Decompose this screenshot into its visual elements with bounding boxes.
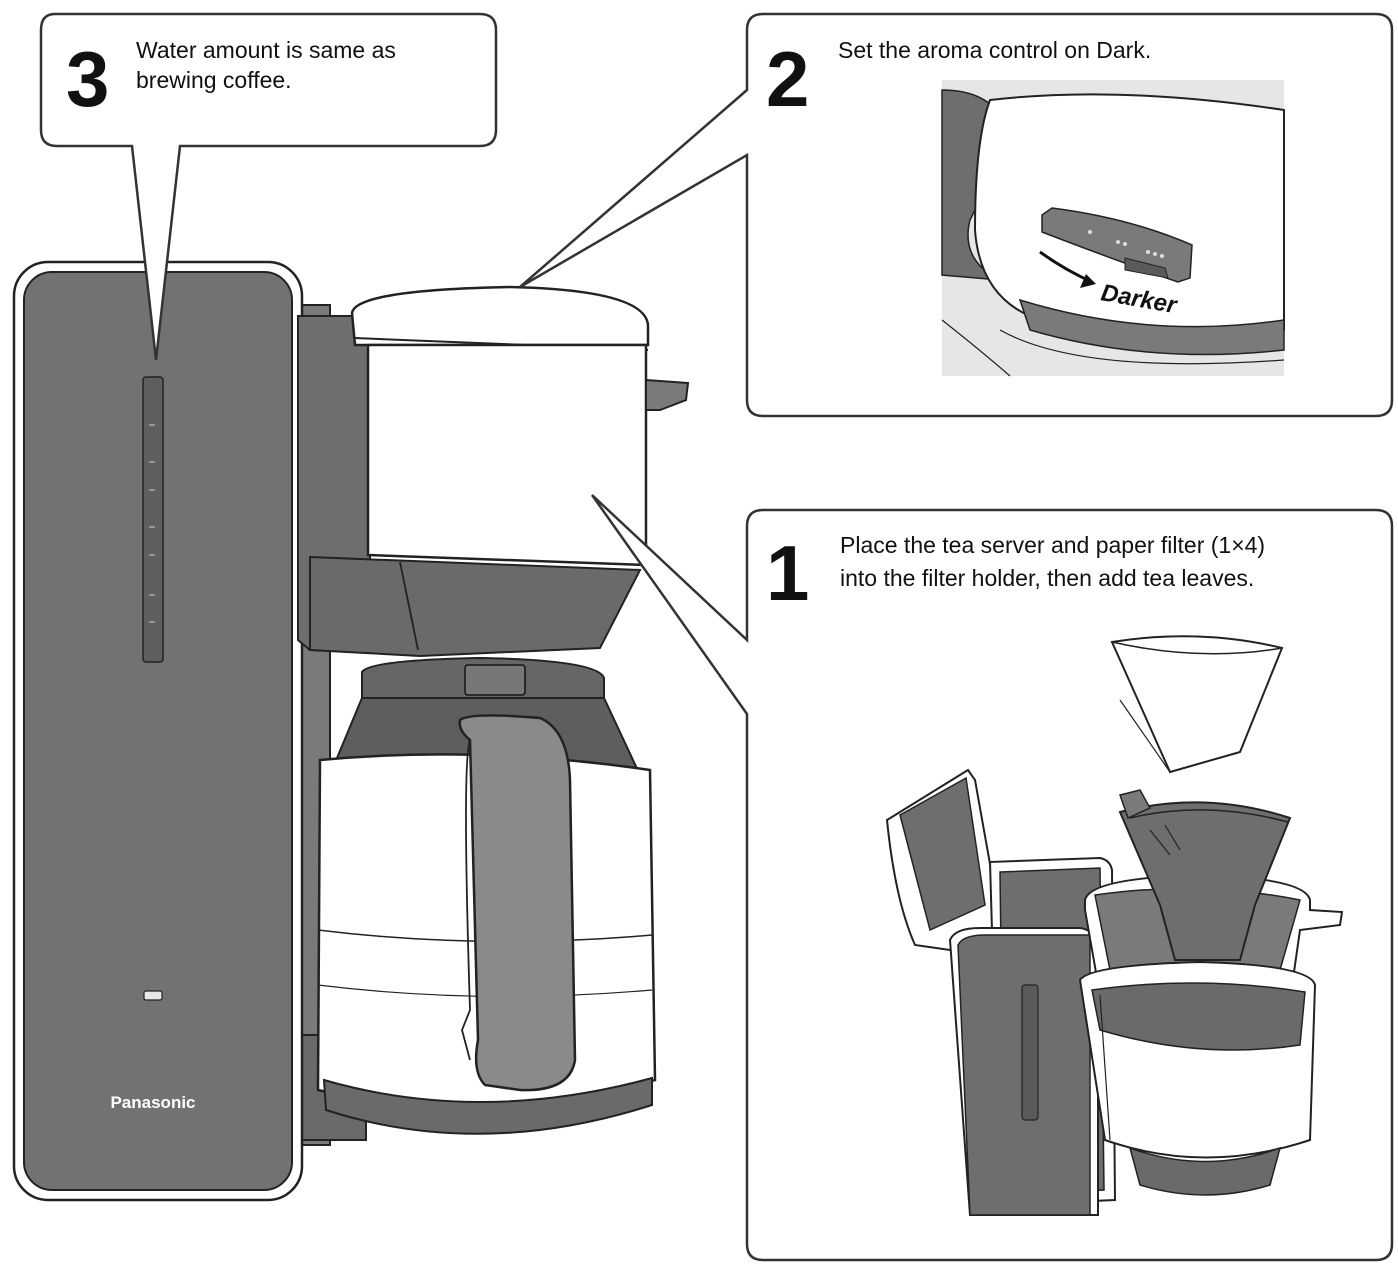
aroma-slider [1041,207,1193,283]
step-3-text-line2: brewing coffee. [136,67,292,93]
filter-holder-front [366,343,648,567]
power-indicator-light [143,990,163,1001]
callout-step-3: 3 Water amount is same as brewing coffee… [39,12,498,361]
callout-step-3-bubble [39,12,498,361]
water-level-window [142,376,164,663]
coffee-maker: Panasonic [12,260,690,1202]
carafe-handle [458,714,577,1092]
callout-step-2: 2 Set the aroma control on Dark. Darker [519,12,1394,418]
step-2-text-line1: Set the aroma control on Dark. [838,37,1151,63]
filter-cone [309,555,642,658]
callout-step-1: 1 Place the tea server and paper filter … [590,494,1394,1262]
filter-holder-handle [645,378,690,411]
tea-server-funnel [1118,801,1292,961]
step-2-number: 2 [766,35,809,123]
carafe-base [322,1076,653,1135]
opened-machine [885,768,1344,1216]
brand-logo: Panasonic [110,1093,195,1112]
step-1-text-line2: into the filter holder, then add tea lea… [840,565,1254,591]
filter-lid-top [350,285,650,347]
step-1-text-line1: Place the tea server and paper filter (1… [840,532,1265,558]
aroma-control-inset: Darker [941,80,1285,377]
step-1-number: 1 [766,529,809,617]
water-level-marks [149,424,155,623]
step-3-number: 3 [66,35,109,123]
step-3-text-line1: Water amount is same as [136,37,396,63]
